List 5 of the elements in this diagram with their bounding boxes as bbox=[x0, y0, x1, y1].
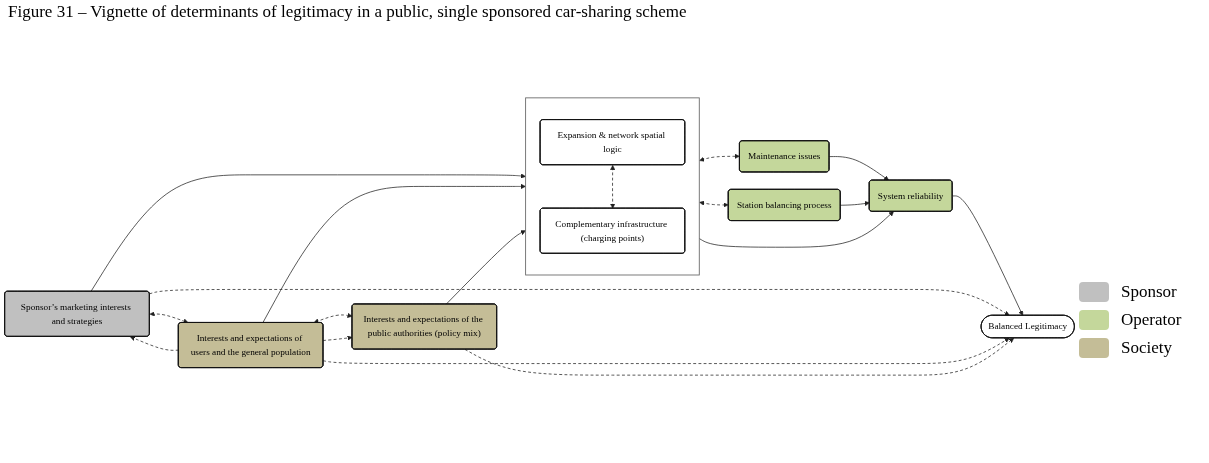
figure-title: Figure 31 – Vignette of determinants of legitimacy in a public, single sponsored car-sharing scheme bbox=[8, 2, 688, 22]
legend-label: Operator bbox=[1121, 310, 1182, 330]
cluster bbox=[525, 97, 700, 276]
legend-label: Sponsor bbox=[1121, 282, 1177, 302]
legend-label: Society bbox=[1121, 338, 1172, 358]
